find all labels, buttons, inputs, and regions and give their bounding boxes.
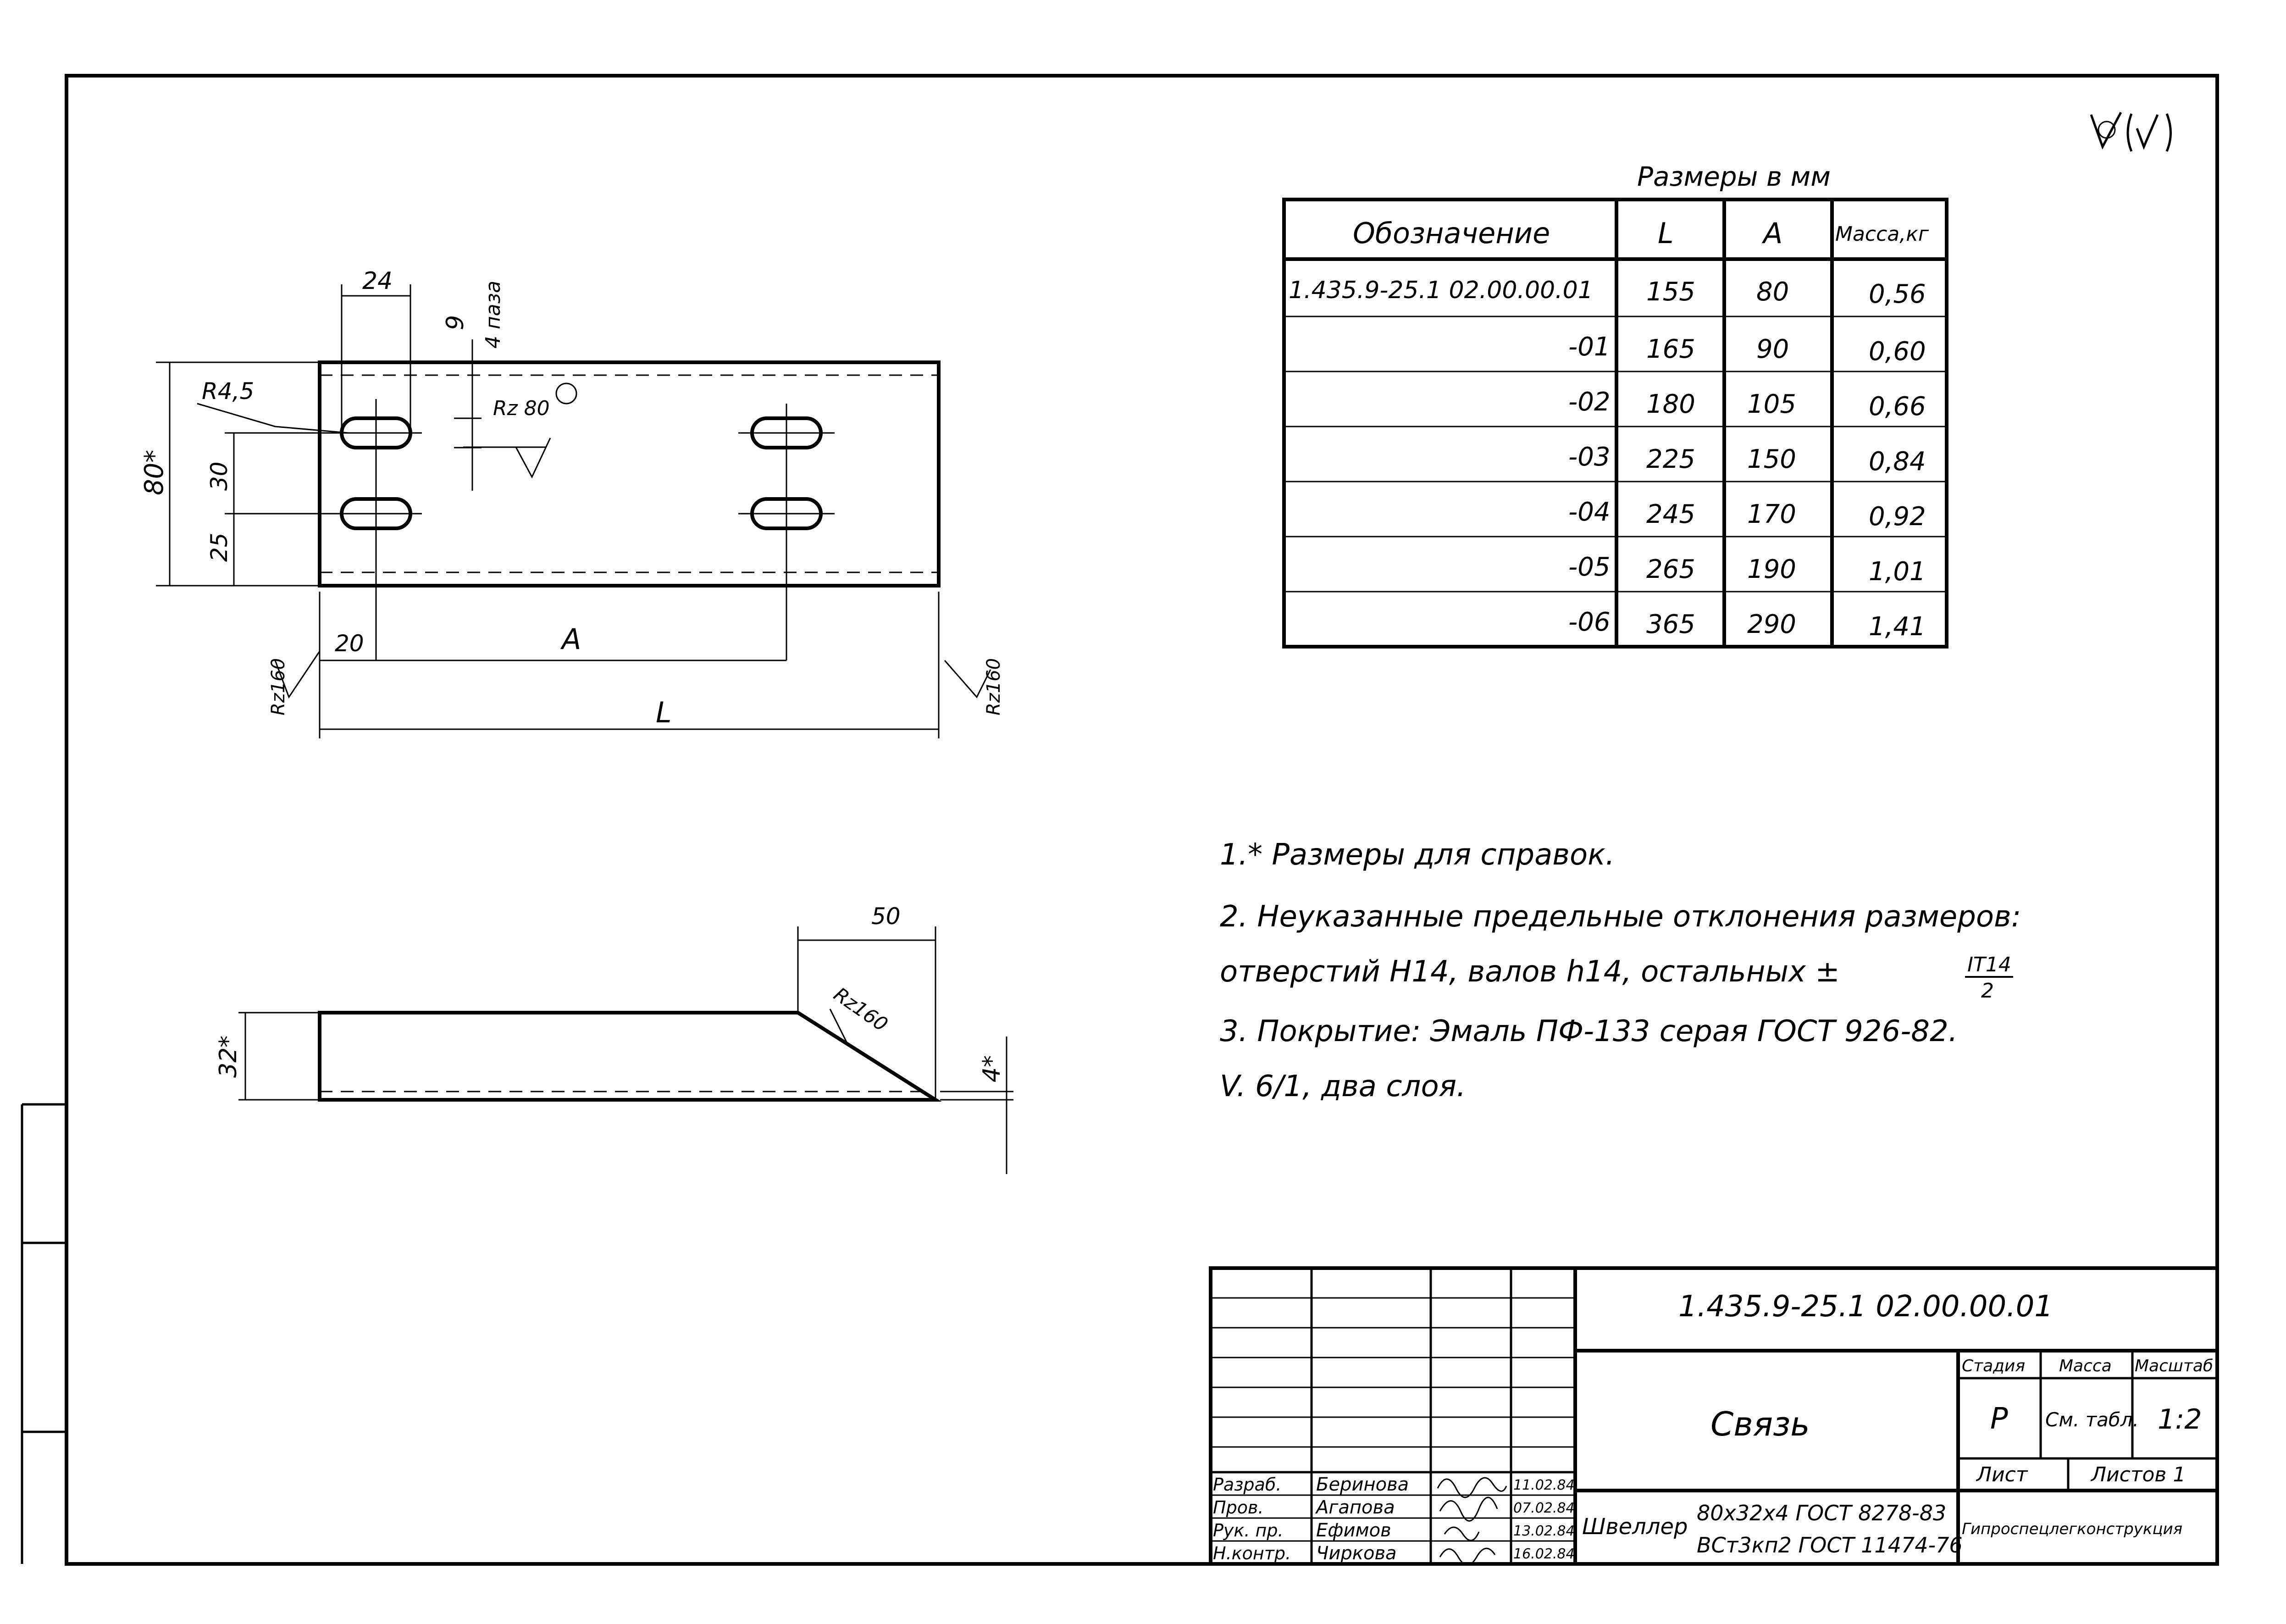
- row-6-L: 365: [1646, 610, 1695, 639]
- note-3: 3. Покрытие: Эмаль ПФ-133 серая ГОСТ 926…: [1220, 1014, 1958, 1048]
- row-5-mass: 1,01: [1869, 557, 1926, 587]
- dim-80: 80*: [139, 450, 169, 495]
- side-view: [238, 926, 1013, 1174]
- row-0-designation: 1.435.9-25.1 02.00.00.01: [1289, 277, 1593, 304]
- row-1-mass: 0,60: [1869, 337, 1926, 366]
- side-rz160: Rz160: [830, 983, 892, 1036]
- table-caption: Размеры в мм: [1637, 161, 1831, 192]
- stage-value: Р: [1990, 1402, 2008, 1436]
- row-6-mass: 1,41: [1869, 612, 1926, 642]
- dim-9: 9: [442, 315, 469, 330]
- row-4-L: 245: [1646, 499, 1695, 529]
- note-2-cont: отверстий H14, валов h14, остальных ±: [1220, 955, 1840, 989]
- row-0-mass: 0,56: [1869, 279, 1926, 309]
- row-2-designation: -02: [1568, 387, 1610, 417]
- plan-view: [156, 284, 991, 738]
- dim-20: 20: [335, 630, 364, 657]
- material-name: Швеллер: [1582, 1514, 1688, 1540]
- rz80-label: Rz 80: [493, 397, 550, 420]
- sig-name-2: Ефимов: [1316, 1520, 1391, 1541]
- row-5-L: 265: [1646, 554, 1695, 584]
- sig-date-0: 11.02.84: [1513, 1477, 1575, 1493]
- left-margin-boxes: [21, 1103, 66, 1564]
- row-1-L: 165: [1646, 334, 1695, 364]
- material-line-2: ВСт3кп2 ГОСТ 11474-76: [1697, 1533, 1963, 1557]
- scale-value: 1:2: [2158, 1403, 2202, 1436]
- dim-30: 30: [206, 461, 232, 491]
- row-0-A: 80: [1756, 277, 1789, 307]
- row-6-designation: -06: [1568, 607, 1610, 637]
- header-A: A: [1761, 216, 1782, 250]
- sig-role-2: Рук. пр.: [1213, 1520, 1284, 1541]
- plate-outline: [318, 360, 941, 588]
- sig-role-3: Н.контр.: [1213, 1543, 1291, 1563]
- stage-label: Стадия: [1962, 1357, 2025, 1375]
- rz160-right: Rz160: [983, 658, 1004, 715]
- row-4-A: 170: [1747, 499, 1796, 529]
- note-4: V. 6/1, два слоя.: [1220, 1070, 1466, 1103]
- dim-25: 25: [206, 532, 232, 562]
- sig-role-1: Пров.: [1213, 1497, 1263, 1518]
- signature-scribbles: [1437, 1477, 1507, 1566]
- doc-number: 1.435.9-25.1 02.00.00.01: [1678, 1290, 2053, 1324]
- note-2: 2. Неуказанные предельные отклонения раз…: [1220, 900, 2021, 934]
- row-2-mass: 0,66: [1869, 392, 1926, 421]
- mass-label: Масса: [2059, 1357, 2112, 1375]
- material-line-1: 80х32х4 ГОСТ 8278-83: [1697, 1501, 1946, 1525]
- row-3-mass: 0,84: [1869, 447, 1926, 477]
- header-designation: Обозначение: [1353, 216, 1550, 250]
- row-2-L: 180: [1646, 389, 1695, 419]
- row-1-A: 90: [1756, 334, 1789, 364]
- dim-r45: R4,5: [202, 378, 254, 405]
- sig-date-1: 07.02.84: [1513, 1500, 1575, 1516]
- row-3-L: 225: [1646, 444, 1695, 474]
- row-2-A: 105: [1747, 389, 1796, 419]
- sig-role-0: Разраб.: [1213, 1474, 1281, 1495]
- row-1-designation: -01: [1568, 332, 1610, 362]
- rz160-left: Rz160: [268, 658, 289, 715]
- row-3-A: 150: [1747, 444, 1796, 474]
- tolerance-denominator: 2: [1981, 979, 1994, 1003]
- row-4-designation: -04: [1568, 497, 1610, 527]
- organization: Гипроспецлегконструкция: [1962, 1520, 2182, 1538]
- row-6-A: 290: [1747, 610, 1796, 639]
- sheet-frame: [65, 74, 2219, 1566]
- dim-32: 32*: [215, 1036, 242, 1078]
- row-4-mass: 0,92: [1869, 502, 1926, 532]
- header-mass: Масса,кг: [1835, 222, 1929, 246]
- sig-date-2: 13.02.84: [1513, 1523, 1575, 1539]
- dim-24: 24: [362, 267, 393, 295]
- sig-name-0: Беринова: [1316, 1474, 1409, 1495]
- sig-name-3: Чиркова: [1316, 1543, 1397, 1564]
- mass-value: См. табл.: [2045, 1408, 2139, 1431]
- sheet-label: Лист: [1976, 1463, 2028, 1486]
- row-3-designation: -03: [1568, 442, 1610, 472]
- sig-name-1: Агапова: [1315, 1497, 1395, 1518]
- part-name: Связь: [1710, 1405, 1810, 1443]
- sheets-label: Листов 1: [2090, 1463, 2186, 1486]
- dim-4: 4*: [978, 1055, 1006, 1082]
- sig-date-3: 16.02.84: [1513, 1546, 1575, 1562]
- dimension-table-grid: [1282, 198, 1948, 648]
- row-5-A: 190: [1747, 554, 1796, 584]
- slot-note: 4 паза: [482, 281, 505, 349]
- header-L: L: [1658, 216, 1674, 250]
- title-block-grid: [1209, 1266, 2219, 1566]
- row-0-L: 155: [1646, 277, 1695, 307]
- dim-A: A: [560, 622, 581, 656]
- tolerance-numerator: IT14: [1967, 953, 2011, 976]
- roughness-symbol-icon: [2090, 111, 2172, 152]
- note-1: 1.* Размеры для справок.: [1220, 838, 1615, 872]
- dim-L: L: [656, 696, 672, 729]
- dim-50: 50: [871, 903, 901, 930]
- row-5-designation: -05: [1568, 552, 1610, 582]
- scale-label: Масштаб: [2135, 1357, 2213, 1375]
